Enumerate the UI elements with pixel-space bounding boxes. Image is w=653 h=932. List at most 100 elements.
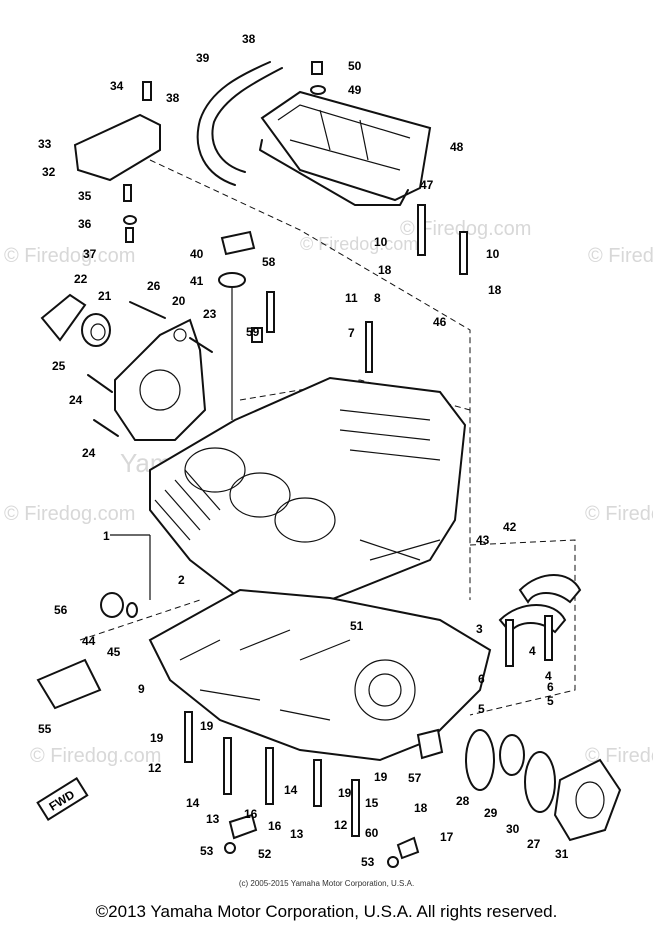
cover-gasket (259, 139, 409, 206)
callout-label: 59 (246, 325, 260, 339)
callout-label: 24 (82, 446, 96, 460)
callout-label: 29 (484, 806, 498, 820)
callout-label: 44 (82, 634, 96, 648)
callout-label: 33 (38, 137, 52, 151)
plug (251, 327, 263, 343)
callout-label: 6 (478, 672, 485, 686)
callout-label: 42 (503, 520, 517, 534)
callout-label: 28 (456, 794, 470, 808)
cylinder-bore (274, 497, 336, 543)
crankcase-bore (354, 659, 416, 721)
block-detail (339, 409, 441, 561)
bolt (129, 301, 166, 319)
bolt (265, 747, 274, 805)
stud-bolt (365, 321, 373, 373)
callout-label: 19 (374, 770, 388, 784)
callout-label: 47 (420, 178, 434, 192)
callout-label: 38 (166, 91, 180, 105)
callout-label: 2 (178, 573, 185, 587)
callout-label: 22 (74, 272, 88, 286)
callout-label: 53 (361, 855, 375, 869)
callout-label: 38 (242, 32, 256, 46)
watermark: © Firedog.com (585, 503, 653, 525)
assembly-guide-line (469, 539, 576, 716)
callout-label: 19 (200, 719, 214, 733)
callout-label: 14 (284, 783, 298, 797)
bearing (81, 313, 111, 347)
washer (310, 85, 326, 95)
callout-label: 18 (488, 283, 502, 297)
small-copyright-line: (c) 2005-2015 Yamaha Motor Corporation, … (238, 879, 415, 888)
bolt (189, 337, 213, 353)
callout-label: 32 (42, 165, 56, 179)
crankcase-web (179, 629, 351, 721)
callout-label: 35 (78, 189, 92, 203)
watermark: © Firedog.com (400, 218, 531, 240)
callout-label: 13 (206, 812, 220, 826)
bolt (142, 81, 152, 101)
stud-bolt (459, 231, 468, 275)
callout-label: 56 (54, 603, 68, 617)
callout-label: 16 (244, 807, 258, 821)
callout-label: 10 (486, 247, 500, 261)
callout-label: 8 (374, 291, 381, 305)
callout-label: 12 (148, 761, 162, 775)
bolt (351, 779, 360, 837)
cylinder-bore (229, 472, 291, 518)
callout-label: 27 (527, 837, 541, 851)
housing-bore (575, 781, 605, 819)
callout-label: 15 (365, 796, 379, 810)
cover-cap (40, 293, 87, 342)
bracket-hole (139, 369, 181, 411)
callout-label: 25 (52, 359, 66, 373)
callout-label: 50 (348, 59, 362, 73)
bearing-bore (90, 323, 106, 341)
watermark: © Firedog.com (4, 503, 135, 525)
callout-label: 39 (196, 51, 210, 65)
callout-label: 21 (98, 289, 112, 303)
washer (224, 842, 236, 854)
cover-ribs (277, 104, 411, 171)
assembly-guide-line (239, 379, 471, 411)
engine-mount-bracket (114, 318, 207, 441)
callout-label: 45 (107, 645, 121, 659)
callout-label: 4 (545, 669, 552, 683)
callout-label: 14 (186, 796, 200, 810)
bearing-cap (518, 574, 582, 604)
cooling-fins (154, 469, 221, 541)
callout-label: 23 (203, 307, 217, 321)
callout-label: 37 (83, 247, 97, 261)
callout-label: 26 (147, 279, 161, 293)
bracket (228, 813, 258, 840)
callout-labels: 1 2 3 4 4 5 5 6 6 7 8 9 10 10 11 12 12 1… (38, 32, 569, 869)
nut (311, 61, 323, 75)
gasket (465, 729, 495, 791)
plug-cap (100, 592, 124, 618)
o-ring (126, 602, 138, 618)
callout-label: 57 (408, 771, 422, 785)
seal-housing (553, 758, 622, 842)
callout-label: 19 (150, 731, 164, 745)
callout-label: 10 (374, 235, 388, 249)
callout-label: 34 (110, 79, 124, 93)
bolt (313, 759, 322, 807)
exploded-parts-diagram: © Firedog.com © Firedog.com © Firedog.co… (4, 32, 653, 869)
callout-label: 55 (38, 722, 52, 736)
callout-label: 5 (478, 702, 485, 716)
callout-label: 13 (290, 827, 304, 841)
callout-label: 11 (345, 291, 358, 305)
stud-bolt (544, 615, 553, 661)
bolt (223, 737, 232, 795)
breather-housing (73, 113, 161, 182)
callout-label: 17 (440, 830, 454, 844)
callout-label: 1 (103, 529, 110, 543)
callout-label: 4 (529, 644, 536, 658)
watermark: © Firedog.com (588, 245, 653, 267)
dipstick (266, 291, 275, 333)
assembly-guide-line (149, 159, 471, 600)
callout-label: 49 (348, 83, 362, 97)
callout-label: 60 (365, 826, 379, 840)
callout-label: 43 (476, 533, 490, 547)
bolt (87, 374, 113, 393)
callout-label: 46 (433, 315, 447, 329)
